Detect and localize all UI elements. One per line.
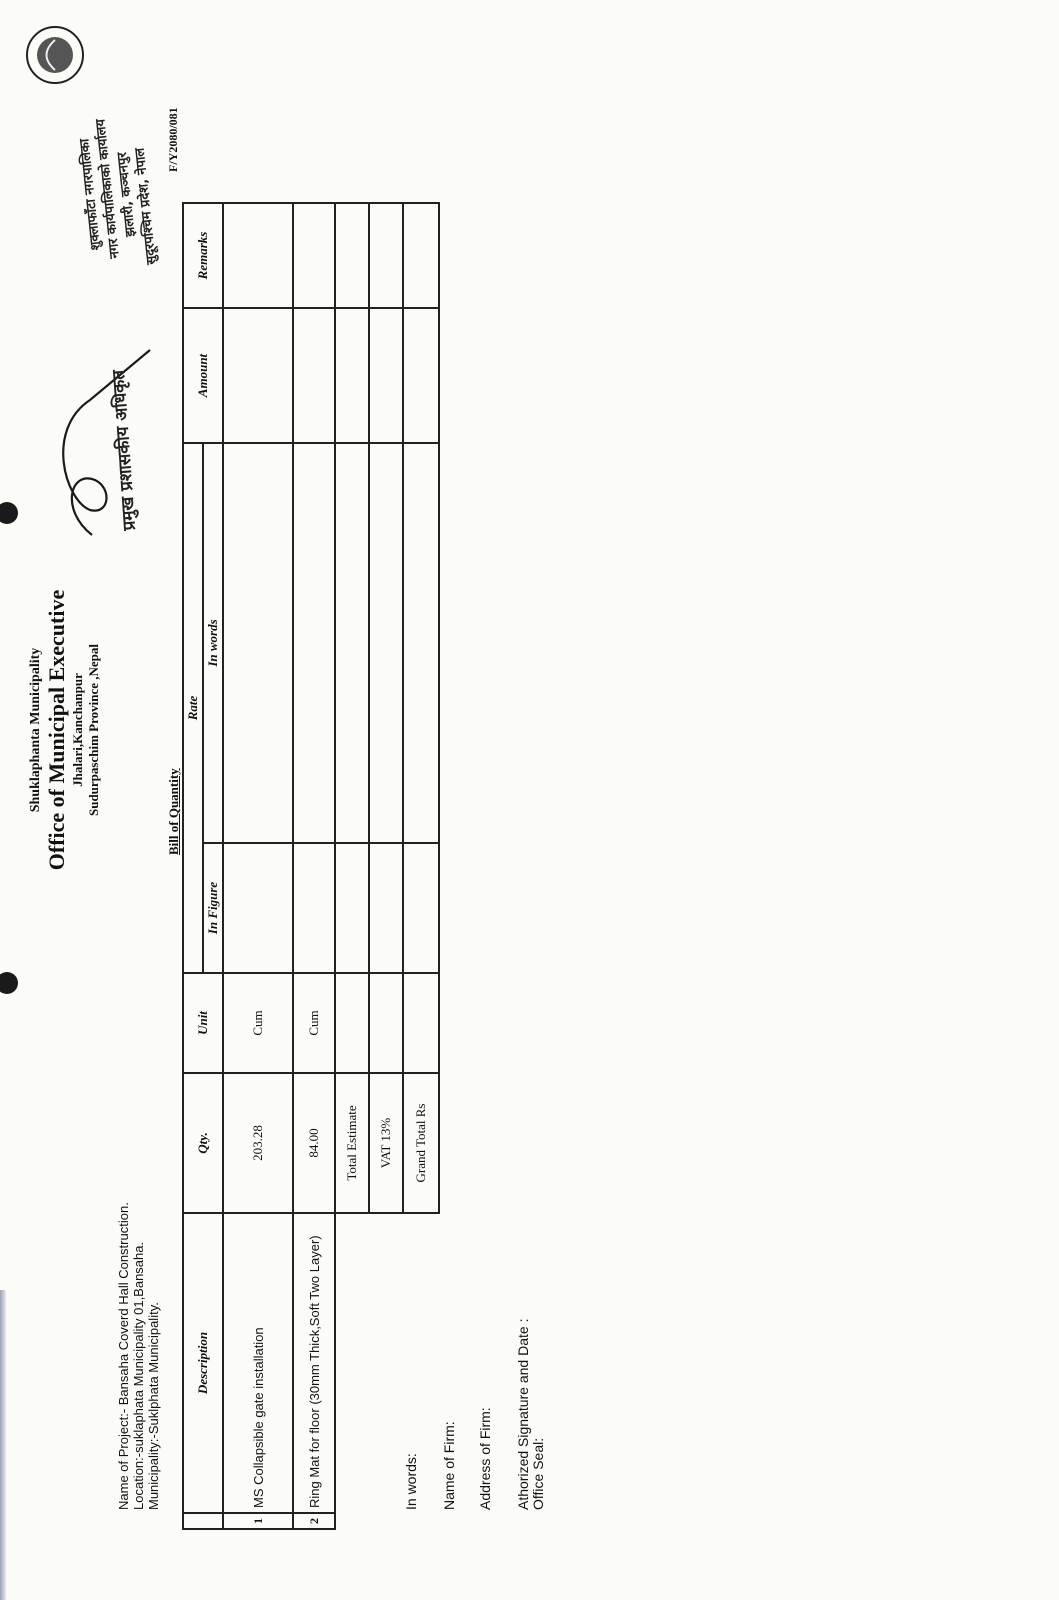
office-name: Office of Municipal Executive: [44, 589, 69, 871]
vat-row: VAT 13%: [369, 203, 403, 1529]
row-rate-words: [293, 443, 335, 843]
table-row: 1 MS Collapsible gate installation 203.2…: [223, 203, 293, 1529]
remarks-header: Remarks: [183, 203, 223, 308]
row-description: MS Collapsible gate installation: [223, 1213, 293, 1513]
description-header: Description: [183, 1213, 223, 1513]
row-remarks: [293, 203, 335, 308]
project-name: Name of Project:- Bansaha Coverd Hall Co…: [116, 1202, 131, 1510]
paper-edge-shadow: [0, 1290, 6, 1600]
province-line: Sudurpaschim Province ,Nepal: [86, 643, 101, 817]
grand-total-amount: [403, 308, 439, 443]
project-info: Name of Project:- Bansaha Coverd Hall Co…: [116, 1202, 161, 1510]
project-location: Location:-suklaphata Municipality 01,Ban…: [131, 1241, 146, 1510]
row-rate-words: [223, 443, 293, 843]
total-estimate-row: Total Estimate: [335, 203, 369, 1529]
unit-header: Unit: [183, 973, 223, 1073]
grand-total-row: Grand Total Rs: [403, 203, 439, 1529]
punch-hole: [0, 972, 18, 994]
row-rate-figure: [293, 843, 335, 973]
row-serial: 1: [223, 1513, 293, 1529]
vat-label: VAT 13%: [369, 1073, 403, 1213]
handwritten-signature: [62, 349, 151, 536]
in-words-label: In words:: [403, 1453, 419, 1510]
row-unit: Cum: [223, 973, 293, 1073]
row-qty: 203.28: [223, 1073, 293, 1213]
in-words-header: In words: [203, 443, 223, 843]
bill-title: Bill of Quantity: [166, 768, 181, 855]
seal-line: सुदूरपश्चिम प्रदेश, नेपाल: [131, 146, 160, 267]
office-seal-label: Office Seal:: [530, 1437, 546, 1510]
row-rate-figure: [223, 843, 293, 973]
authorized-signature-label: Athorized Signature and Date :: [515, 1318, 531, 1510]
total-estimate-label: Total Estimate: [335, 1073, 369, 1213]
in-figure-header: In Figure: [203, 843, 223, 973]
serial-header: [183, 1513, 223, 1529]
row-description: Ring Mat for floor (30mm Thick,Soft Two …: [293, 1213, 335, 1513]
row-serial: 2: [293, 1513, 335, 1529]
nepal-emblem-icon: [26, 26, 84, 84]
vat-amount: [369, 308, 403, 443]
row-unit: Cum: [293, 973, 335, 1073]
total-estimate-amount: [335, 308, 369, 443]
amount-header: Amount: [183, 308, 223, 443]
grand-total-label: Grand Total Rs: [403, 1073, 439, 1213]
project-municipality: Municipality:-Suklphata Municipality.: [146, 1302, 161, 1510]
row-qty: 84.00: [293, 1073, 335, 1213]
table-header-row: Description Qty. Unit Rate Amount Remark…: [183, 203, 223, 1529]
firm-name-label: Name of Firm:: [441, 1421, 457, 1510]
qty-header: Qty.: [183, 1073, 223, 1213]
table-row: 2 Ring Mat for floor (30mm Thick,Soft Tw…: [293, 203, 335, 1529]
address-line: Jhalari,Kanchanpur: [70, 673, 85, 787]
office-seal: शुक्लाफाँटा नगरपालिका नगर कार्यपालिकाको …: [26, 26, 161, 267]
row-amount: [223, 308, 293, 443]
signature-stamp: प्रमुख प्रशासकीय अधिकृत: [62, 349, 151, 536]
punch-hole: [0, 502, 18, 524]
letterhead: Shuklaphanta Municipality Office of Muni…: [28, 550, 102, 910]
row-amount: [293, 308, 335, 443]
bill-of-quantity-table: Description Qty. Unit Rate Amount Remark…: [182, 202, 440, 1530]
firm-address-label: Address of Firm:: [477, 1407, 493, 1510]
municipality-name: Shuklaphanta Municipality: [28, 647, 43, 813]
rate-header: Rate: [183, 443, 203, 973]
officer-stamp-text: प्रमुख प्रशासकीय अधिकृत: [108, 368, 140, 532]
row-remarks: [223, 203, 293, 308]
